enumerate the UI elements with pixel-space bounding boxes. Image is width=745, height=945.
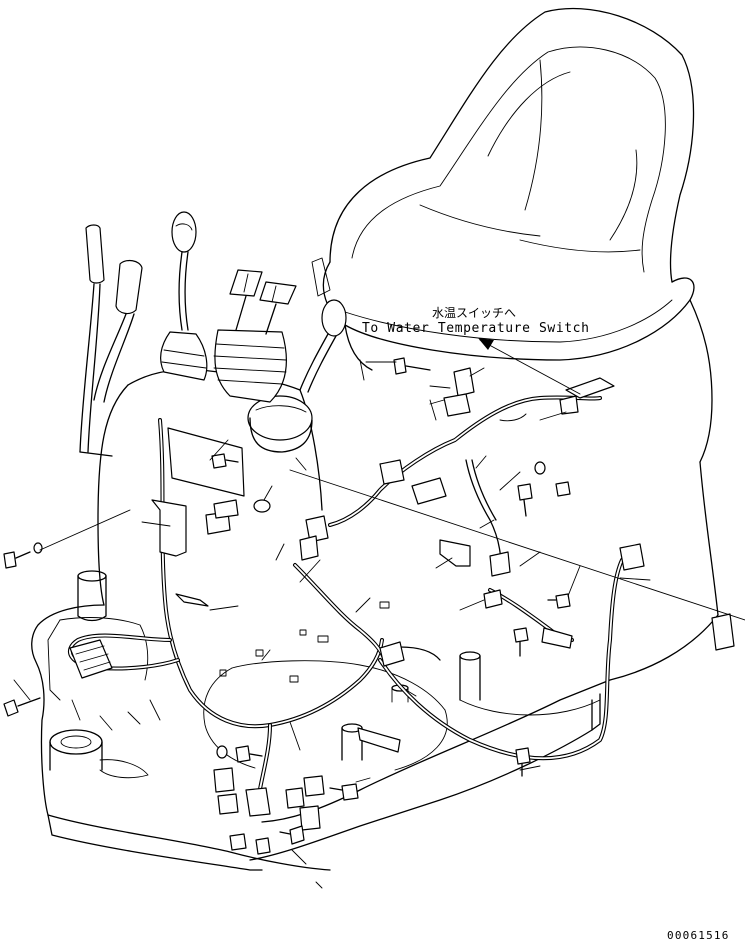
water-temp-note-jp: 水温スイッチへ [432,306,517,320]
wiring-harness [67,395,624,802]
seat-stand [249,461,719,861]
drawing-number: 00061516 [667,929,730,942]
operator-seat [311,7,713,463]
main-frame [31,368,601,871]
connectors [69,367,735,855]
water-temp-note-en: To Water Temperature Switch [362,321,590,336]
leader-lines [13,338,745,889]
levers [79,211,347,457]
detail-marks [99,359,527,731]
